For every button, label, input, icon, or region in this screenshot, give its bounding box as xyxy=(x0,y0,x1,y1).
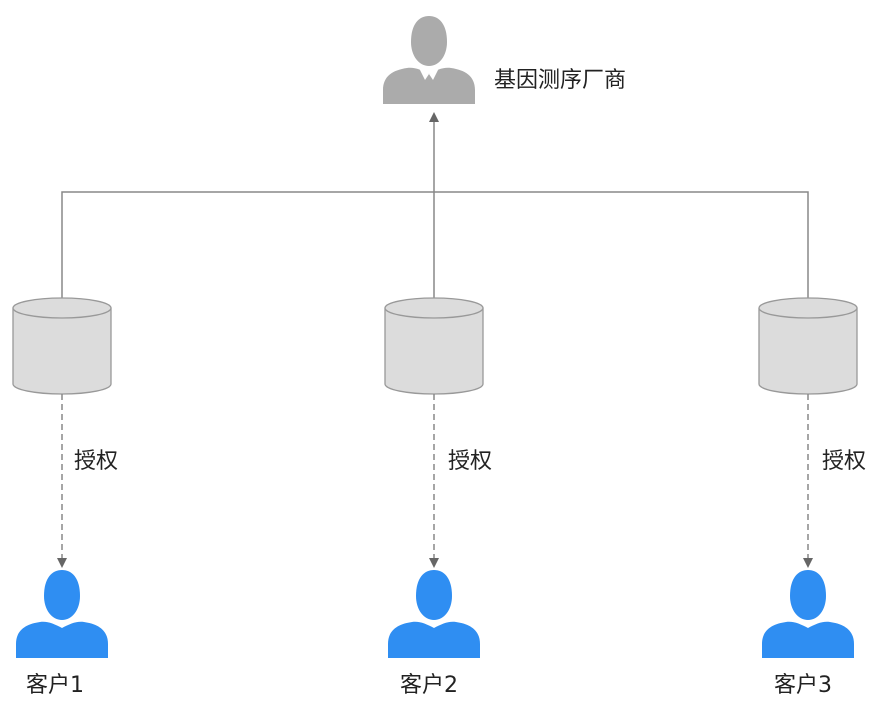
authorization-arrows xyxy=(57,394,813,568)
database-icon-1 xyxy=(12,297,112,395)
database-icon-3 xyxy=(758,297,858,395)
authorization-label-3: 授权 xyxy=(822,449,867,474)
authorization-label-1: 授权 xyxy=(74,449,119,474)
bus-connector xyxy=(61,112,809,298)
vendor-user-icon xyxy=(383,16,475,104)
vendor-label: 基因测序厂商 xyxy=(494,68,627,93)
database-icon-2 xyxy=(384,297,484,395)
customer-user-icon-2 xyxy=(388,570,480,658)
authorization-label-2: 授权 xyxy=(448,449,493,474)
customer-label-2: 客户2 xyxy=(400,673,458,698)
customer-label-1: 客户1 xyxy=(26,673,84,698)
customer-user-icon-1 xyxy=(16,570,108,658)
customer-label-3: 客户3 xyxy=(774,673,832,698)
customer-user-icon-3 xyxy=(762,570,854,658)
bus-line xyxy=(61,191,809,298)
